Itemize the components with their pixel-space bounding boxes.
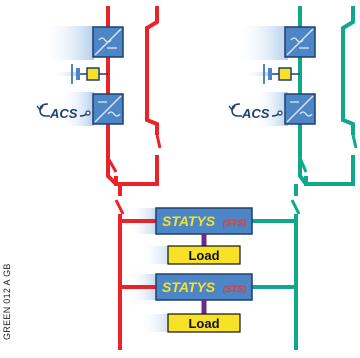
acs-a: ACS (36, 103, 91, 121)
sts-suffix-1: (STS) (223, 218, 247, 228)
glow-a2 (60, 92, 94, 126)
load-box-2 (167, 313, 241, 333)
statys-module-2 (155, 273, 253, 301)
glow-a1 (42, 26, 94, 60)
sts-group-1: STATYS (STS) Load (120, 207, 296, 265)
load-glow-1 (140, 246, 176, 264)
switch-a-bypass (155, 134, 162, 149)
load-glow-2 (140, 314, 176, 332)
load-label-1: Load (188, 248, 219, 263)
bus-a-join-left (106, 152, 118, 186)
load-label-2: Load (188, 316, 219, 331)
sts-group-2: STATYS (STS) Load (120, 273, 296, 333)
battery-b (245, 64, 300, 84)
acs-label-a: ACS (49, 106, 78, 121)
ups-chain-b: ACS (228, 6, 358, 350)
statys-label-2: STATYS (162, 279, 216, 295)
switch-a-down (114, 199, 125, 215)
svg-text:STATYS (STS): STATYS (STS) (162, 279, 246, 296)
rectifier-icon (94, 28, 122, 56)
glow-b1 (236, 26, 288, 60)
bypass-a-line (145, 6, 159, 135)
statys-label-1: STATYS (162, 213, 216, 229)
rectifier-icon (286, 28, 314, 56)
bus-b-join-left (298, 152, 308, 186)
inverter-icon (286, 95, 314, 123)
bus-b-join (304, 155, 355, 186)
load-box-1 (167, 245, 241, 265)
document-code: GREEN 012 A GB (2, 263, 12, 340)
battery-a (53, 64, 108, 84)
bus-a-join (114, 155, 159, 186)
svg-text:STATYS (STS): STATYS (STS) (162, 213, 246, 230)
bypass-b-line (341, 6, 355, 135)
sts-suffix-2: (STS) (223, 284, 247, 294)
acs-label-b: ACS (241, 106, 270, 121)
ups-chain-a: ACS (36, 6, 162, 350)
glow-b2 (254, 92, 288, 126)
switch-b-down (290, 199, 301, 215)
switch-b-bypass (351, 134, 358, 149)
inverter-icon (94, 95, 122, 123)
acs-b: ACS (228, 103, 283, 121)
